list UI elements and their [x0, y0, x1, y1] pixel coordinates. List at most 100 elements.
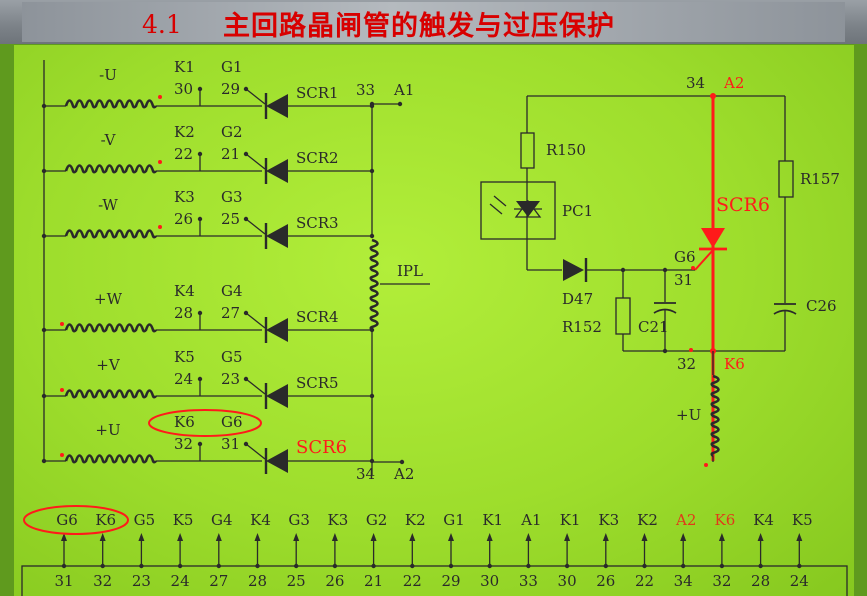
- connector-pin-dot-12: [487, 563, 492, 569]
- connector-pin-dot-7: [294, 563, 299, 569]
- connector-top-label-8: K3: [328, 511, 349, 529]
- scr-label-2: SCR2: [296, 149, 339, 167]
- pc1-box: [480, 181, 556, 240]
- connector-bottom-label-10: 22: [403, 572, 422, 590]
- a1-label: A1: [393, 81, 414, 99]
- connector-top-label-6: K4: [250, 511, 271, 529]
- connector-pin-dot-13: [526, 563, 531, 569]
- scr-label-4: SCR4: [296, 308, 339, 326]
- connector-bottom-label-12: 30: [480, 572, 499, 590]
- connector-arrow-5: [215, 533, 222, 541]
- pc1-light-1: [493, 195, 507, 207]
- u-polarity-mark: [704, 463, 708, 467]
- bus-junction-5: [369, 393, 375, 399]
- connector-box: [21, 565, 848, 596]
- connector-bottom-label-4: 24: [171, 572, 190, 590]
- title-bar: 4.1 主回路晶闸管的触发与过压保护: [0, 0, 867, 44]
- connector-top-label-15: K3: [598, 511, 619, 529]
- phase-label-2: -V: [101, 131, 117, 149]
- gate-lead-5: [245, 378, 266, 395]
- a1-terminal: [397, 101, 403, 107]
- r152-label: R152: [562, 318, 602, 336]
- polarity-mark-3: [158, 225, 162, 229]
- connector-arrow-19: [757, 533, 764, 541]
- connector-bottom-label-18: 32: [712, 572, 731, 590]
- node-33-label: 33: [356, 81, 375, 99]
- connector-top-label-1: G6: [56, 511, 78, 529]
- connector-bottom-label-17: 34: [674, 572, 693, 590]
- gate-lead-3: [245, 218, 266, 235]
- connector-top-label-7: G3: [288, 511, 310, 529]
- connector-top-label-16: K2: [637, 511, 658, 529]
- connector-bottom-label-11: 29: [441, 572, 460, 590]
- phase-label-6: +U: [95, 421, 120, 439]
- phase-label-5: +V: [96, 356, 121, 374]
- scr6-right-label: SCR6: [716, 194, 770, 216]
- c26-label: C26: [806, 297, 837, 315]
- phase-label-3: -W: [98, 196, 118, 214]
- connector-arrow-12: [486, 533, 493, 541]
- connector-arrow-4: [177, 533, 184, 541]
- a2-terminal: [399, 459, 405, 465]
- k-tap-dot-2: [197, 151, 203, 157]
- connector-bottom-label-1: 31: [54, 572, 73, 590]
- connector-arrow-17: [680, 533, 687, 541]
- k-label-4: K4: [174, 282, 195, 300]
- connector-pin-dot-6: [255, 563, 260, 569]
- connector-arrow-8: [331, 533, 338, 541]
- connector-arrow-16: [641, 533, 648, 541]
- connector-pin-dot-17: [681, 563, 686, 569]
- bus-junction-2: [369, 168, 375, 174]
- connector-arrow-9: [370, 533, 377, 541]
- connector-top-label-14: K1: [560, 511, 581, 529]
- connector-top-label-2: K6: [95, 511, 116, 529]
- connector-pin-dot-16: [642, 563, 647, 569]
- connector-bottom-label-19: 28: [751, 572, 770, 590]
- section-number: 4.1: [142, 10, 182, 39]
- connector-arrow-13: [525, 533, 532, 541]
- connector-bottom-label-13: 33: [519, 572, 538, 590]
- connector-arrow-15: [602, 533, 609, 541]
- ipl-label: IPL: [397, 262, 423, 280]
- connector-top-label-9: G2: [366, 511, 388, 529]
- phase-coil-2: [64, 164, 158, 174]
- connector-bottom-label-3: 23: [132, 572, 151, 590]
- connector-bottom-label-15: 26: [596, 572, 615, 590]
- phase-coil-1: [64, 99, 158, 109]
- g-pin-5: 23: [221, 370, 240, 388]
- r150-label: R150: [546, 141, 586, 159]
- connector-pin-dot-18: [719, 563, 725, 569]
- node-34-label: 34: [356, 465, 375, 483]
- d47-label: D47: [562, 290, 593, 308]
- scr-symbol-1: [266, 94, 288, 118]
- k-label-3: K3: [174, 188, 195, 206]
- k-label-2: K2: [174, 123, 195, 141]
- connector-top-label-4: K5: [173, 511, 194, 529]
- connector-bottom-label-16: 22: [635, 572, 654, 590]
- connector-top-label-11: G1: [443, 511, 465, 529]
- g-label-4: G4: [221, 282, 243, 300]
- ipl-inductor-coil: [369, 238, 379, 332]
- r150-resistor: [520, 132, 535, 169]
- connector-top-label-19: K4: [753, 511, 774, 529]
- k-tap-dot-1: [197, 86, 203, 92]
- connector-arrow-10: [409, 533, 416, 541]
- connector-pin-dot-8: [332, 563, 338, 569]
- c26-plate-bottom: [773, 309, 797, 315]
- bus-junction-4: [369, 327, 375, 333]
- phase-coil-3: [64, 229, 158, 239]
- connector-bottom-label-2: 32: [93, 572, 112, 590]
- polarity-mark-5: [60, 388, 64, 392]
- g-pin-6: 31: [221, 435, 240, 453]
- g-label-5: G5: [221, 348, 243, 366]
- k-tap-dot-3: [197, 216, 203, 222]
- connector-bottom-label-14: 30: [558, 572, 577, 590]
- gate-lead-4: [245, 312, 266, 329]
- page-title: 主回路晶闸管的触发与过压保护: [223, 11, 615, 42]
- g-pin-2: 21: [221, 145, 240, 163]
- k-pin-1: 30: [174, 80, 193, 98]
- connector-pin-dot-20: [797, 563, 802, 569]
- connector-arrow-6: [254, 533, 261, 541]
- k-pin-5: 24: [174, 370, 193, 388]
